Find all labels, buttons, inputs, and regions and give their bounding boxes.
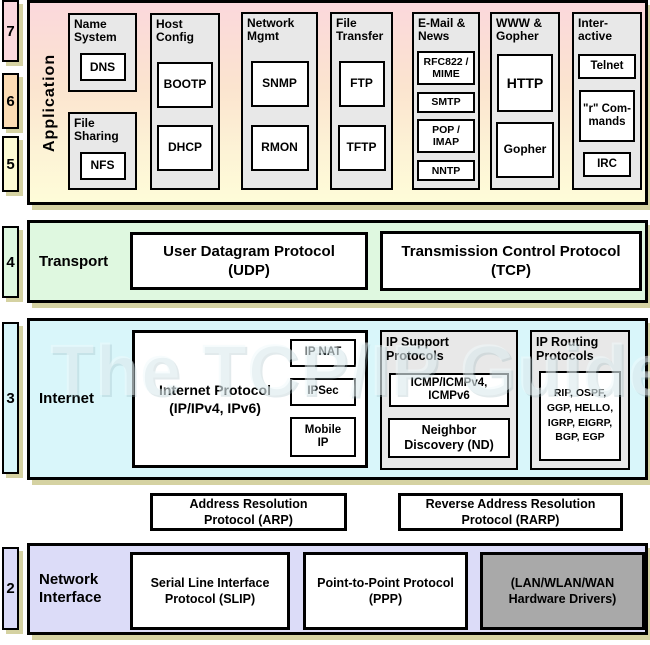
protocol-box-ip: Internet Protocol (IP/IPv4, IPv6) IP NAT… [132,330,368,468]
group-interactive: Inter-active Telnet "r" Com-mands IRC [572,12,642,190]
internet-layer-band: Internet Internet Protocol (IP/IPv4, IPv… [27,318,648,480]
group-name-system-items: DNS [70,45,135,90]
group-host-config: Host Config BOOTP DHCP [150,13,220,190]
application-layer-band: Application Name System DNS File Sharing… [27,0,648,205]
protocol-box-smtp: SMTP [417,91,475,113]
group-email-news-items: RFC822 / MIME SMTP POP / IMAP NNTP [414,44,478,188]
layer-number-3-label: 3 [6,389,15,407]
group-file-transfer: File Transfer FTP TFTP [330,12,393,190]
group-email-news: E-Mail & News RFC822 / MIME SMTP POP / I… [412,12,480,190]
protocol-box-mobile-ip: Mobile IP [290,417,356,457]
protocol-box-snmp: SNMP [250,61,309,108]
group-www-gopher: WWW & Gopher HTTP Gopher [490,12,560,190]
protocol-box-ip-label: Internet Protocol (IP/IPv4, IPv6) [139,333,291,465]
protocol-box-rarp-label: Reverse Address Resolution Protocol (RAR… [425,496,596,527]
protocol-box-pop-imap: POP / IMAP [417,119,475,154]
internet-layer-label: Internet [39,390,95,407]
ip-related-boxes: IP NAT IPSec Mobile IP [290,339,356,457]
protocol-box-rarp: Reverse Address Resolution Protocol (RAR… [398,493,623,531]
protocol-box-icmp: ICMP/ICMPv4, ICMPv6 [389,373,509,408]
application-layer-label: Application [41,53,58,152]
protocol-box-ip-nat: IP NAT [290,339,356,367]
group-file-transfer-items: FTP TFTP [332,44,391,188]
protocol-box-ipsec: IPSec [290,378,356,406]
protocol-box-hardware-drivers: (LAN/WLAN/WAN Hardware Drivers) [480,552,645,630]
protocol-box-routing-protocols: RIP, OSPF, GGP, HELLO, IGRP, EIGRP, BGP,… [539,370,621,461]
protocol-box-slip-label: Serial Line Interface Protocol (SLIP) [150,575,270,606]
group-interactive-items: Telnet "r" Com-mands IRC [574,44,640,188]
group-interactive-title: Inter-active [578,16,613,44]
layer-number-4-label: 4 [6,253,15,271]
group-file-sharing-title: File Sharing [74,116,119,144]
group-network-mgmt: Network Mgmt SNMP RMON [241,12,318,190]
protocol-box-irc: IRC [583,152,631,178]
layer-number-2-label: 2 [6,580,15,597]
group-ip-routing-title: IP Routing Protocols [532,332,628,363]
protocol-box-tcp-label: Transmission Control Protocol (TCP) [401,242,621,280]
layer-number-4: 4 [2,226,19,298]
group-ip-routing-items: RIP, OSPF, GGP, HELLO, IGRP, EIGRP, BGP,… [532,363,628,468]
protocol-box-nd: Neighbor Discovery (ND) [388,417,510,458]
group-host-config-items: BOOTP DHCP [152,45,218,188]
protocol-box-http: HTTP [497,53,553,112]
protocol-box-tcp: Transmission Control Protocol (TCP) [380,231,642,291]
protocol-box-udp: User Datagram Protocol (UDP) [130,232,368,290]
protocol-box-slip: Serial Line Interface Protocol (SLIP) [130,552,290,630]
protocol-box-icmp-label: ICMP/ICMPv4, ICMPv6 [410,377,488,403]
group-file-sharing: File Sharing NFS [68,112,137,190]
group-ip-support-items: ICMP/ICMPv4, ICMPv6 Neighbor Discovery (… [382,363,516,468]
protocol-box-arp: Address Resolution Protocol (ARP) [150,493,347,531]
protocol-box-nfs: NFS [79,151,126,180]
group-ip-routing: IP Routing Protocols RIP, OSPF, GGP, HEL… [530,330,630,470]
transport-layer-band: Transport User Datagram Protocol (UDP) T… [27,220,648,303]
group-www-gopher-items: HTTP Gopher [492,44,558,188]
group-host-config-title: Host Config [156,17,194,45]
transport-layer-label: Transport [39,252,109,270]
protocol-box-rfc822-mime: RFC822 / MIME [417,50,475,85]
protocol-box-hardware-drivers-label: (LAN/WLAN/WAN Hardware Drivers) [508,575,617,606]
protocol-box-tftp: TFTP [337,124,386,171]
group-name-system: Name System DNS [68,13,137,92]
protocol-box-udp-label: User Datagram Protocol (UDP) [163,242,335,280]
protocol-box-telnet: Telnet [578,54,636,80]
protocol-box-rmon: RMON [250,124,309,171]
protocol-box-mobile-ip-label: Mobile IP [304,423,342,449]
protocol-box-dhcp: DHCP [157,124,213,171]
protocol-box-routing-protocols-label: RIP, OSPF, GGP, HELLO, IGRP, EIGRP, BGP,… [546,387,614,444]
protocol-box-dns: DNS [79,53,126,82]
group-ip-support-title: IP Support Protocols [382,332,516,363]
group-file-sharing-items: NFS [70,144,135,188]
group-network-mgmt-title: Network Mgmt [247,16,295,44]
group-ip-support-title-text: IP Support Protocols [386,335,449,363]
group-name-system-title: Name System [74,17,117,45]
layer-number-7: 7 [2,0,19,62]
protocol-box-ip-text: Internet Protocol (IP/IPv4, IPv6) [158,381,271,416]
protocol-box-r-commands: "r" Com-mands [579,89,635,142]
layer-number-5-label: 5 [6,155,15,173]
network-interface-layer-band: Network Interface Serial Line Interface … [27,543,648,635]
group-email-news-title: E-Mail & News [418,16,466,44]
group-file-transfer-title: File Transfer [336,16,384,44]
layer-number-3: 3 [2,322,19,474]
layer-number-7-label: 7 [6,22,15,40]
protocol-box-gopher: Gopher [496,121,554,178]
protocol-box-nntp: NNTP [417,160,475,182]
protocol-box-bootp: BOOTP [157,61,213,108]
protocol-box-ppp: Point-to-Point Protocol (PPP) [303,552,468,630]
layer-number-5: 5 [2,136,19,192]
layer-number-6-label: 6 [6,92,15,110]
protocol-box-ppp-label: Point-to-Point Protocol (PPP) [317,575,454,606]
layer-number-6: 6 [2,73,19,129]
group-ip-support: IP Support Protocols ICMP/ICMPv4, ICMPv6… [380,330,518,470]
layer-number-2: 2 [2,547,19,630]
network-interface-layer-label: Network Interface [39,571,102,606]
protocol-box-arp-label: Address Resolution Protocol (ARP) [189,496,308,527]
protocol-box-nd-label: Neighbor Discovery (ND) [404,423,494,452]
protocol-box-ftp: FTP [338,61,385,108]
group-network-mgmt-items: SNMP RMON [243,44,316,188]
group-ip-routing-title-text: IP Routing Protocols [536,335,599,363]
group-www-gopher-title: WWW & Gopher [496,16,542,44]
